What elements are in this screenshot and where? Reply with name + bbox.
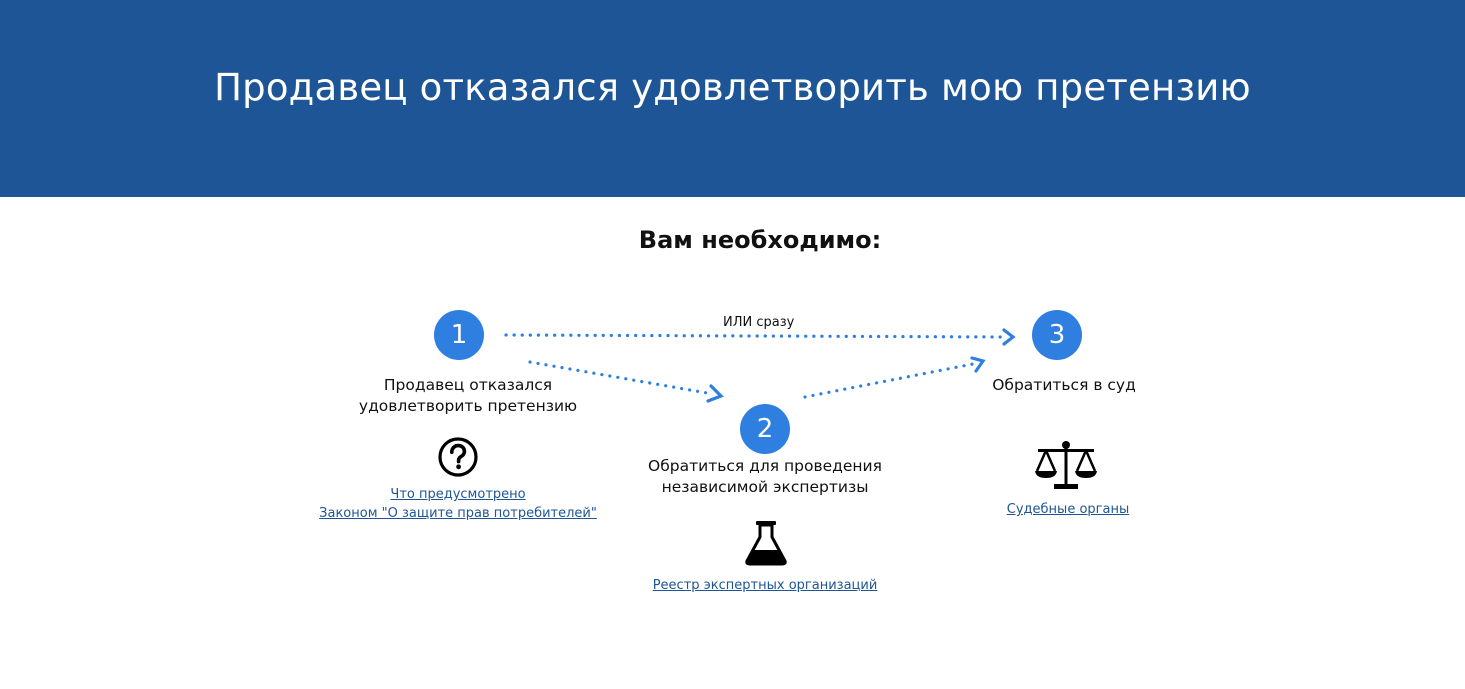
consumer-rights-law-link-line2[interactable]: Законом "О защите прав потребителей" (319, 506, 597, 521)
expert-organizations-registry-link[interactable]: Реестр экспертных организаций (652, 578, 878, 593)
courts-link[interactable]: Судебные органы (1006, 502, 1130, 517)
step-2-badge: 2 (740, 404, 790, 454)
question-circle-icon (437, 436, 479, 482)
or-directly-label: ИЛИ сразу (720, 315, 798, 330)
arrow-step2-to-step3 (803, 361, 980, 399)
page-title: Продавец отказался удовлетворить мою пре… (214, 66, 1251, 109)
step-1-text: Продавец отказался удовлетворить претенз… (318, 375, 618, 417)
consumer-rights-law-link-line1[interactable]: Что предусмотрено (390, 487, 526, 502)
step-1-text-line2: удовлетворить претензию (358, 397, 578, 415)
step-1-text-line1: Продавец отказался (383, 376, 553, 394)
arrowhead-step3-direct (1002, 328, 1016, 346)
step-3-text: Обратиться в суд (992, 376, 1136, 394)
step-2-text: Обратиться для проведения независимой эк… (615, 456, 915, 498)
step-2-text-line1: Обратиться для проведения (648, 457, 882, 475)
arrowhead-step3 (970, 356, 986, 373)
hero-banner: Продавец отказался удовлетворить мою пре… (0, 0, 1465, 197)
scales-icon (1034, 440, 1098, 496)
section-title: Вам необходимо: (638, 226, 882, 254)
arrow-step1-to-step3 (504, 333, 1010, 339)
consumer-rights-law-link[interactable]: Что предусмотрено Законом "О защите прав… (298, 485, 618, 523)
flask-icon (744, 520, 788, 570)
step-3-badge: 3 (1032, 310, 1082, 360)
arrowhead-step2 (706, 384, 724, 403)
step-2-text-line2: независимой экспертизы (661, 478, 869, 496)
step-1-badge: 1 (434, 310, 484, 360)
